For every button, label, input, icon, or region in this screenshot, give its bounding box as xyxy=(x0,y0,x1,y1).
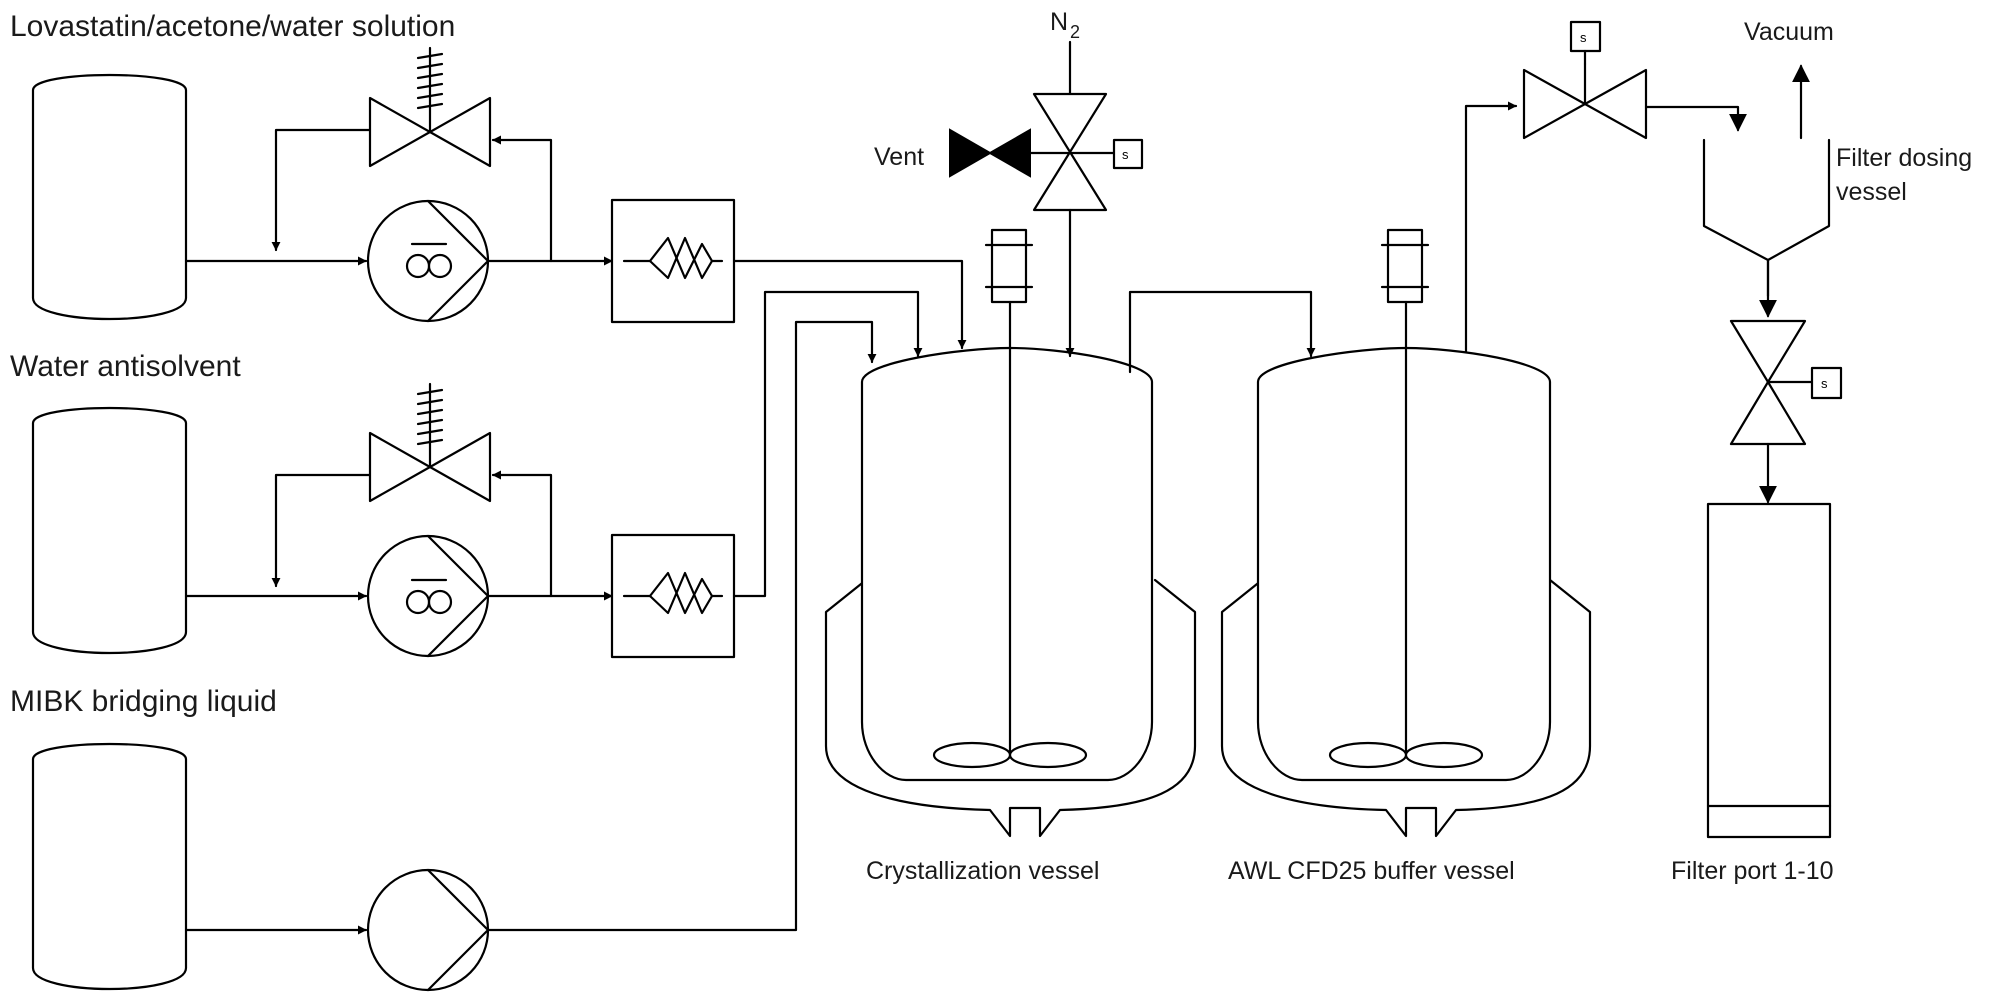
feed-line-3-to-crystallizer xyxy=(486,320,877,932)
buffer-jacket xyxy=(1220,578,1592,838)
crystallizer-body xyxy=(860,346,1154,782)
lovastatin-solution-label: Lovastatin/acetone/water solution xyxy=(10,10,455,43)
heat-exchanger-2 xyxy=(610,533,736,659)
crystallizer-impeller-left xyxy=(932,741,1012,769)
vent-label: Vent xyxy=(874,143,924,171)
crystallizer-impeller-right xyxy=(1008,741,1088,769)
filter-port-label: Filter port 1-10 xyxy=(1671,857,1834,885)
filter-port xyxy=(1706,502,1832,839)
svg-text:N: N xyxy=(1050,8,1068,36)
buffer-vessel xyxy=(1220,228,1592,838)
vent-valve-closed-left xyxy=(949,128,993,178)
transfer-line-crystallizer-to-buffer xyxy=(1128,290,1316,374)
crystallizer-stirrer-motor xyxy=(990,228,1028,304)
nitrogen-valve-solenoid xyxy=(1112,138,1144,170)
filter-inlet-valve: s xyxy=(1522,20,1648,140)
feed-pump-1 xyxy=(366,199,490,323)
recycle-return-2 xyxy=(271,473,372,588)
nitrogen-three-way-valve: s xyxy=(949,40,1144,212)
feed-line-2-to-crystallizer xyxy=(732,290,923,598)
filter-inlet-valve-solenoid xyxy=(1569,20,1602,53)
recycle-branch-1 xyxy=(491,135,553,263)
filter-outlet-valve: s xyxy=(1729,319,1843,446)
filter-dosing-vessel-label-line1: Filter dosing xyxy=(1836,144,1972,172)
recycle-relief-valve-2 xyxy=(368,382,492,503)
water-antisolvent-tank xyxy=(31,406,188,655)
buffer-impeller-left xyxy=(1328,741,1408,769)
recycle-return-1 xyxy=(271,128,372,252)
feed-pump-3 xyxy=(366,868,490,992)
recycle-branch-2 xyxy=(491,470,553,598)
water-antisolvent-label: Water antisolvent xyxy=(10,350,241,383)
buffer-vessel-label: AWL CFD25 buffer vessel xyxy=(1228,857,1515,885)
filter-dosing-vessel-label-line2: vessel xyxy=(1836,178,1907,206)
transfer-line-buffer-to-filter xyxy=(1464,101,1518,354)
nitrogen-valve-solenoid-mark: s xyxy=(1122,147,1129,162)
vent-valve-closed-right xyxy=(987,128,1031,178)
buffer-impeller-right xyxy=(1404,741,1484,769)
nitrogen-label: N 2 xyxy=(1050,8,1080,42)
lovastatin-feed-tank xyxy=(31,73,188,321)
feed-line-1-to-crystallizer xyxy=(732,259,967,350)
vacuum-label: Vacuum xyxy=(1744,18,1834,46)
crystallization-vessel xyxy=(824,228,1197,838)
mibk-liquid-label: MIBK bridging liquid xyxy=(10,685,277,718)
feed-pump-2 xyxy=(366,534,490,658)
filter-outlet-valve-solenoid-mark: s xyxy=(1821,376,1828,391)
mibk-tank xyxy=(31,742,188,991)
filter-dosing-vessel xyxy=(1702,138,1770,298)
heat-exchanger-1 xyxy=(610,198,736,324)
filter-inlet-line xyxy=(1644,105,1747,132)
filter-inlet-valve-solenoid-mark: s xyxy=(1580,30,1587,45)
buffer-stirrer-motor xyxy=(1386,228,1424,304)
crystallization-vessel-label: Crystallization vessel xyxy=(866,857,1099,885)
recycle-relief-valve-1 xyxy=(368,46,492,168)
svg-text:2: 2 xyxy=(1070,22,1080,42)
filter-outlet-valve-solenoid xyxy=(1810,366,1843,400)
buffer-body xyxy=(1256,346,1552,782)
crystallizer-jacket xyxy=(824,578,1197,838)
